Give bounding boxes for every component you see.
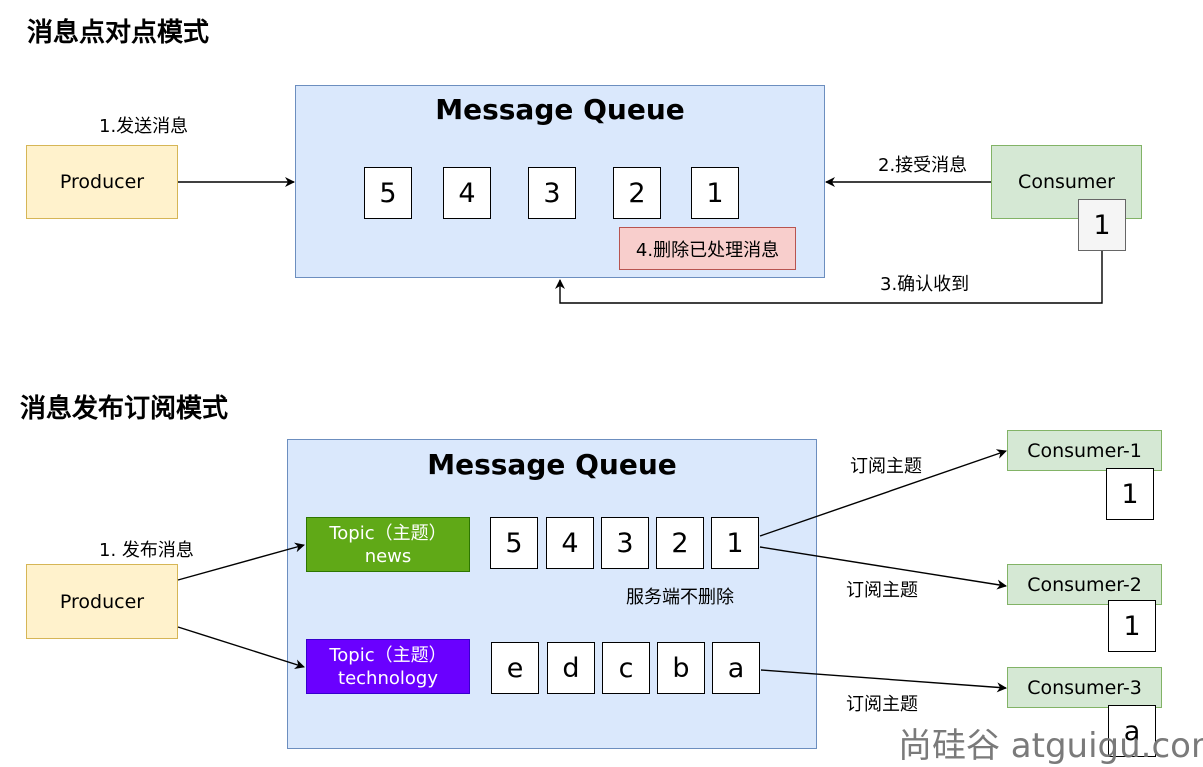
tech-message: b (657, 642, 705, 694)
pubsub-producer: Producer (26, 564, 178, 639)
p2p-queue-message: 2 (613, 167, 661, 219)
news-message: 2 (656, 517, 704, 569)
publish-news-arrow (177, 542, 305, 581)
news-message: 4 (546, 517, 594, 569)
consumer-2: Consumer-2 (1007, 564, 1162, 605)
subscribe-label-3: 订阅主题 (846, 694, 918, 715)
consumer-1-message: 1 (1106, 468, 1154, 520)
consumer-3: Consumer-3 (1007, 667, 1162, 708)
topic-news: Topic（主题） news (306, 517, 470, 572)
topic-technology-line1: Topic（主题） (329, 644, 447, 666)
p2p-queue-message: 5 (364, 167, 412, 219)
tech-message: a (712, 642, 760, 694)
p2p-consumer-label: Consumer (1018, 171, 1115, 193)
publish-tech-arrow (177, 626, 305, 670)
p2p-step2-label: 2.接受消息 (878, 155, 968, 176)
tech-message: e (491, 642, 539, 694)
p2p-producer: Producer (26, 145, 178, 219)
watermark: 尚硅谷 atguigu.com (898, 726, 1203, 766)
consumer-2-message: 1 (1108, 600, 1156, 652)
p2p-delete-note: 4.删除已处理消息 (619, 227, 796, 270)
pubsub-message-queue (287, 439, 817, 749)
publish-label: 1. 发布消息 (99, 540, 194, 561)
subscribe-label-2: 订阅主题 (846, 580, 918, 601)
p2p-section-title: 消息点对点模式 (27, 18, 210, 48)
topic-news-line1: Topic（主题） (329, 522, 447, 544)
pubsub-queue-title: Message Queue (427, 448, 677, 481)
p2p-ack-arrow (555, 251, 1103, 304)
p2p-queue-title: Message Queue (435, 93, 685, 126)
consumer-3-message: a (1108, 705, 1156, 757)
topic-technology-line2: technology (338, 667, 438, 689)
consumer-2-label: Consumer-2 (1027, 574, 1142, 596)
subscribe-arrow-2 (759, 546, 1007, 590)
p2p-queue-message: 4 (443, 167, 491, 219)
subscribe-label-1: 订阅主题 (850, 456, 922, 477)
consumer-1-label: Consumer-1 (1027, 440, 1142, 462)
pubsub-section-title: 消息发布订阅模式 (20, 394, 229, 424)
subscribe-arrow-1 (759, 449, 1007, 537)
consumer-1: Consumer-1 (1007, 430, 1162, 471)
consumer-3-label: Consumer-3 (1027, 677, 1142, 699)
news-message: 3 (601, 517, 649, 569)
subscribe-arrow-3 (760, 669, 1007, 693)
p2p-step3-label: 3.确认收到 (880, 274, 970, 295)
tech-message: d (547, 642, 595, 694)
server-keep-note: 服务端不删除 (626, 587, 734, 608)
news-message: 1 (711, 517, 759, 569)
p2p-queue-message: 3 (528, 167, 576, 219)
topic-technology: Topic（主题） technology (306, 639, 470, 694)
tech-message: c (602, 642, 650, 694)
p2p-consumer-message: 1 (1078, 199, 1126, 251)
p2p-queue-message: 1 (691, 167, 739, 219)
p2p-step1-label: 1.发送消息 (99, 116, 189, 137)
topic-news-line2: news (364, 545, 412, 567)
news-message: 5 (490, 517, 538, 569)
